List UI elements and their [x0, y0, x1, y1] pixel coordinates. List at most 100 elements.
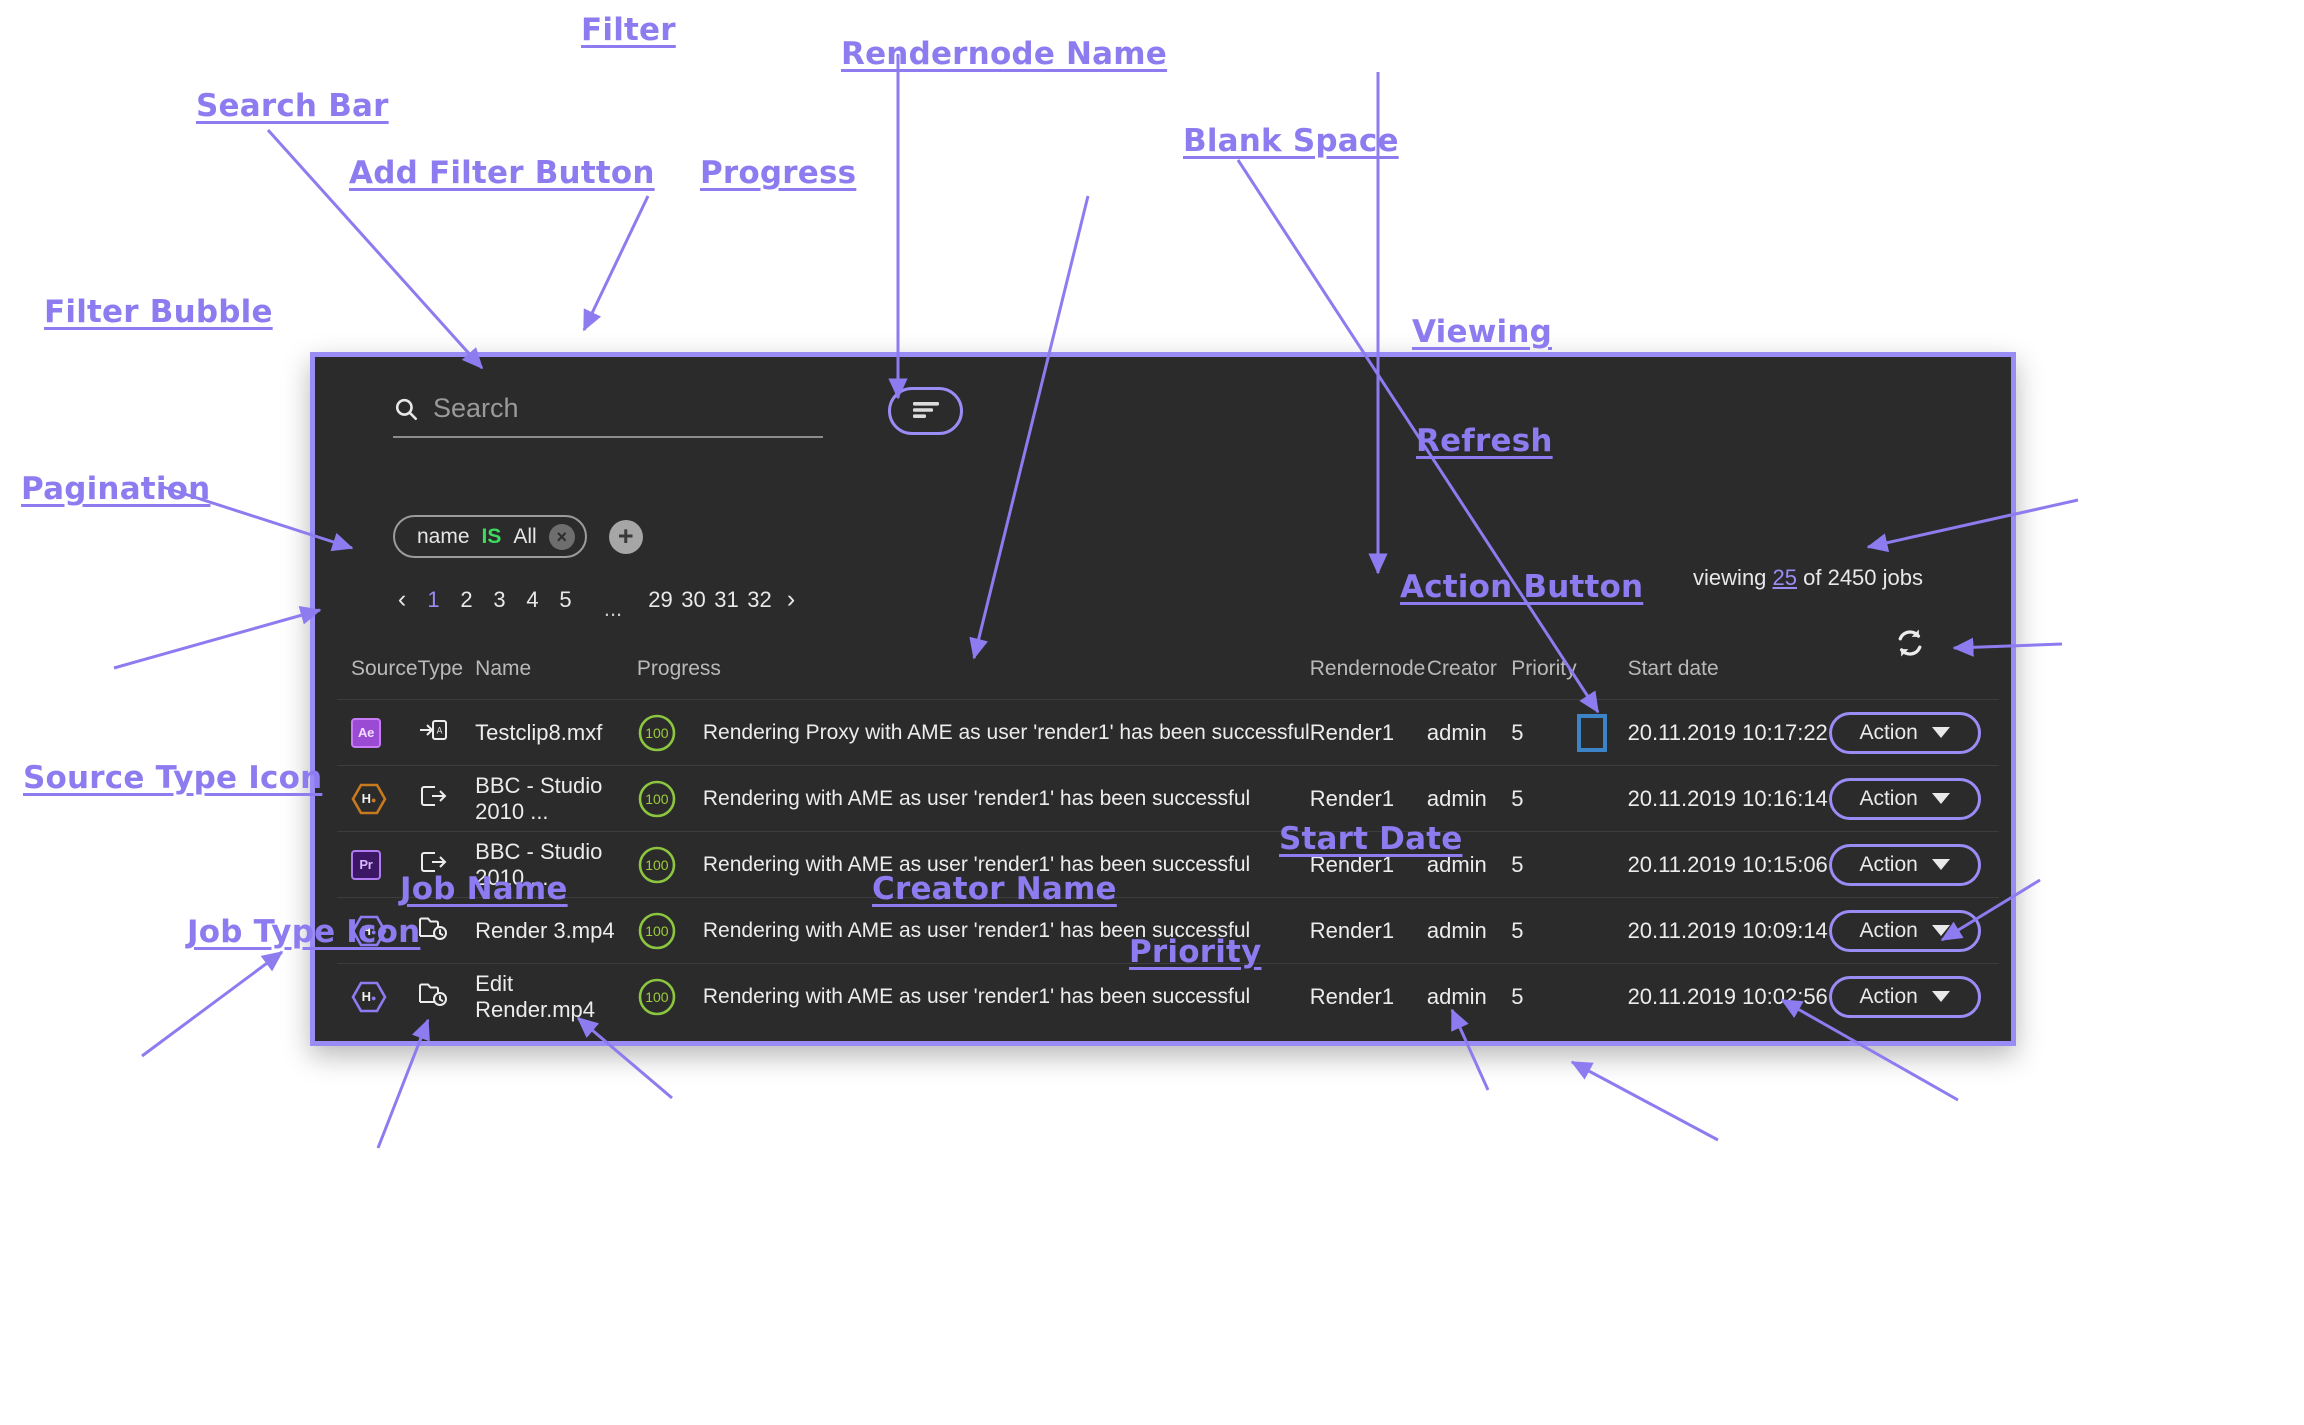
chevron-down-icon — [1931, 793, 1950, 804]
search-input[interactable] — [433, 393, 803, 424]
premiere-pro-icon: Pr — [351, 849, 381, 880]
header-name[interactable]: Name — [475, 657, 637, 700]
cell-action: Action — [1828, 964, 1999, 1030]
cell-source: H● — [337, 897, 418, 964]
table-header-row: Source Type Name Progress Rendernode Cre… — [337, 657, 1999, 700]
cell-creator: admin — [1426, 983, 1487, 1009]
progress-value: 100 — [645, 790, 669, 807]
action-button[interactable]: Action — [1828, 975, 1981, 1018]
progress-message: Rendering with AME as user 'render1' has… — [702, 786, 1251, 810]
progress-ring: 100 — [637, 977, 677, 1017]
search-bar[interactable] — [393, 393, 823, 438]
pagination-page-1[interactable]: 1 — [427, 586, 440, 612]
cell-start-date: 20.11.2019 10:17:22 — [1627, 699, 1829, 766]
action-button[interactable]: Action — [1828, 711, 1981, 754]
cell-type — [417, 831, 476, 898]
pagination-page-2[interactable]: 2 — [460, 586, 473, 612]
header-type[interactable]: Type — [417, 657, 476, 700]
cell-job-name: BBC - Studio 2010 ... — [475, 831, 637, 898]
cell-blank-space — [1576, 699, 1628, 766]
cell-rendernode: Render1 — [1309, 983, 1395, 1009]
blank-space-box — [1576, 713, 1607, 752]
pagination-page-5[interactable]: 5 — [559, 586, 572, 612]
filter-bubble[interactable]: name IS All × — [393, 515, 587, 558]
pagination-next[interactable]: › — [786, 585, 796, 613]
cell-type: A — [417, 699, 476, 766]
header-rendernode[interactable]: Rendernode — [1309, 657, 1427, 700]
header-source[interactable]: Source — [337, 657, 418, 700]
pagination-page-32[interactable]: 32 — [747, 586, 772, 612]
refresh-button[interactable] — [1892, 625, 1928, 661]
action-button-label: Action — [1859, 984, 1918, 1008]
pagination-page-3[interactable]: 3 — [493, 586, 506, 612]
header-progress[interactable]: Progress — [636, 657, 1310, 700]
cell-action: Action — [1828, 765, 1999, 832]
cell-creator: admin — [1426, 897, 1512, 964]
cell-creator: admin — [1426, 831, 1512, 898]
export-icon — [418, 851, 448, 881]
cell-blank-space — [1576, 831, 1628, 898]
progress-value: 100 — [645, 922, 669, 939]
action-button[interactable]: Action — [1828, 909, 1981, 952]
action-button-label: Action — [1859, 786, 1918, 810]
pagination-page-31[interactable]: 31 — [714, 586, 739, 612]
cell-blank-space — [1577, 964, 1628, 1030]
filter-bubble-operator: IS — [481, 524, 502, 548]
viewing-count[interactable]: 25 — [1772, 565, 1798, 590]
pagination-page-4[interactable]: 4 — [526, 586, 539, 612]
chevron-down-icon — [1931, 727, 1950, 738]
progress-value: 100 — [645, 724, 669, 741]
header-creator[interactable]: Creator — [1426, 657, 1512, 700]
filter-button[interactable] — [888, 387, 963, 435]
cell-type — [418, 964, 476, 1030]
header-start-date[interactable]: Start date — [1627, 657, 1829, 700]
cell-type — [417, 765, 476, 832]
pagination-page-29[interactable]: 29 — [648, 586, 673, 612]
cell-source: H● — [337, 765, 418, 832]
annotation-label-priority: Priority — [1129, 934, 1262, 970]
annotation-label-start-date: Start Date — [1279, 821, 1463, 857]
annotation-label-refresh: Refresh — [1416, 423, 1553, 459]
cell-progress: 100 Rendering Proxy with AME as user 'ren… — [636, 699, 1310, 766]
action-button-label: Action — [1859, 852, 1918, 876]
folder-clock-icon — [418, 917, 448, 947]
viewing-suffix: of 2450 jobs — [1797, 565, 1923, 590]
add-filter-button[interactable]: + — [608, 519, 643, 554]
annotation-label-creator-name: Creator Name — [872, 871, 1117, 907]
progress-message: Rendering Proxy with AME as user 'render… — [702, 720, 1310, 744]
cell-action: Action — [1828, 699, 1999, 766]
pagination-page-30[interactable]: 30 — [681, 586, 706, 612]
progress-value: 100 — [645, 856, 669, 873]
cell-start-date: 20.11.2019 10:16:14 — [1627, 765, 1829, 832]
cell-source: Ae — [337, 699, 418, 766]
cell-start-date: 20.11.2019 10:02:56 — [1627, 983, 1828, 1009]
pagination: ‹ 1 2 3 4 5 ... 29 30 31 32 › — [387, 585, 806, 621]
annotation-label-job-name: Job Name — [400, 871, 568, 907]
cell-priority: 5 — [1511, 831, 1577, 898]
after-effects-icon: Ae — [351, 717, 381, 748]
viewing-status: viewing 25 of 2450 jobs — [1693, 565, 1923, 591]
action-button[interactable]: Action — [1828, 843, 1981, 886]
progress-ring: 100 — [637, 779, 677, 819]
filter-bubble-value: All — [513, 524, 537, 548]
cell-job-name: Render 3.mp4 — [475, 897, 637, 964]
filter-bubble-close-icon[interactable]: × — [548, 523, 575, 550]
header-priority[interactable]: Priority — [1511, 657, 1577, 700]
cell-priority: 5 — [1511, 983, 1524, 1009]
cell-start-date: 20.11.2019 10:15:06 — [1627, 831, 1829, 898]
filter-bubble-field: name — [417, 524, 470, 548]
action-button[interactable]: Action — [1828, 777, 1981, 820]
cell-priority: 5 — [1511, 765, 1577, 832]
pagination-prev[interactable]: ‹ — [397, 585, 407, 613]
cell-creator: admin — [1426, 699, 1512, 766]
annotation-label-job-type-icon: Job Type Icon — [187, 914, 421, 950]
cell-blank-space — [1576, 765, 1628, 832]
helmut-purple-icon: H● — [351, 915, 387, 947]
cell-action: Action — [1828, 831, 1999, 898]
